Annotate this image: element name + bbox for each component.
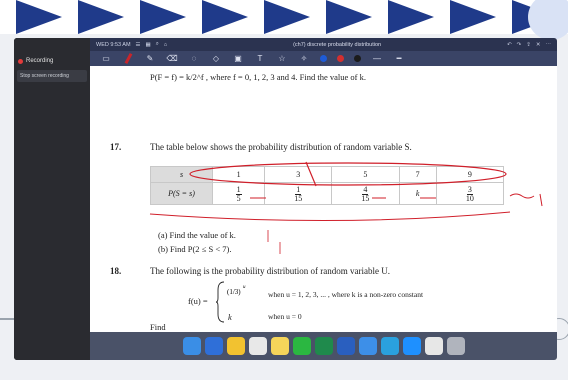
chevron-arrow-icon bbox=[16, 0, 62, 34]
notes-app-window: WED 9:53 AM ☰ ▦ ⌕ ⌂ (ch7) discrete proba… bbox=[90, 38, 557, 360]
close-icon[interactable]: ✕ bbox=[535, 41, 541, 48]
share-icon[interactable]: ⇪ bbox=[526, 41, 531, 48]
chevron-arrow-icon bbox=[140, 0, 186, 34]
question-17-number: 17. bbox=[110, 142, 122, 152]
chevron-arrow-icon bbox=[326, 0, 372, 34]
chevron-arrow-icon bbox=[264, 0, 310, 34]
chevron-arrow-icon bbox=[388, 0, 434, 34]
question-18-text: The following is the probability distrib… bbox=[150, 266, 390, 276]
find-label: Find bbox=[150, 322, 166, 332]
dock bbox=[90, 332, 557, 360]
chevron-arrow-icon bbox=[450, 0, 496, 34]
left-panel: Recording Stop screen recording bbox=[14, 38, 90, 360]
handwriting-annotations bbox=[149, 161, 543, 254]
appstore-icon[interactable] bbox=[402, 337, 421, 355]
bookmark-icon[interactable]: ⌂ bbox=[163, 41, 168, 48]
question-17a: (a) Find the value of k. bbox=[158, 230, 236, 240]
chevron-arrow-icon bbox=[78, 0, 124, 34]
telegram-icon[interactable] bbox=[380, 337, 399, 355]
undo-icon[interactable]: ↶ bbox=[507, 41, 512, 48]
trash-icon[interactable] bbox=[446, 337, 465, 355]
drawing-toolbar: ▭ ✎ ⌫ ◌ ◇ ▣ T ☆ ✧ — ━ bbox=[90, 51, 557, 66]
text-icon[interactable]: T bbox=[257, 53, 263, 63]
highlighter-icon[interactable]: ✎ bbox=[146, 53, 154, 63]
slide-banner bbox=[0, 0, 568, 34]
photos-icon[interactable] bbox=[424, 337, 443, 355]
word-icon[interactable] bbox=[336, 337, 355, 355]
finder-icon[interactable] bbox=[182, 337, 201, 355]
recording-label: Recording bbox=[26, 58, 54, 64]
intro-line: P(F = f) = k/2^f , where f = 0, 1, 2, 3 … bbox=[150, 72, 366, 82]
sticker-icon[interactable]: ☆ bbox=[278, 53, 286, 63]
redo-icon[interactable]: ↷ bbox=[516, 41, 522, 48]
exponent-u: u bbox=[243, 285, 246, 290]
ink-slash bbox=[305, 161, 317, 187]
shapes-icon[interactable]: ◇ bbox=[212, 53, 220, 63]
safari-icon[interactable] bbox=[204, 337, 223, 355]
pages-icon[interactable]: ▭ bbox=[102, 53, 110, 63]
recording-indicator[interactable]: Recording bbox=[18, 58, 53, 64]
pdf-page[interactable]: P(F = f) = k/2^f , where f = 0, 1, 2, 3 … bbox=[90, 66, 557, 332]
excel-icon[interactable] bbox=[314, 337, 333, 355]
red-color-swatch[interactable] bbox=[337, 55, 344, 62]
record-dot-icon bbox=[18, 58, 23, 64]
document-title: (ch7) discrete probability distribution bbox=[293, 41, 382, 48]
ink-mark bbox=[539, 193, 543, 207]
messages-icon[interactable] bbox=[226, 337, 245, 355]
grid-icon[interactable]: ▦ bbox=[145, 41, 151, 48]
black-color-swatch[interactable] bbox=[354, 55, 361, 62]
more-icon[interactable]: ⋯ bbox=[545, 41, 552, 48]
question-17b: (b) Find P(2 ≤ S < 7). bbox=[158, 244, 232, 254]
mail-icon[interactable] bbox=[358, 337, 377, 355]
decor-bubble bbox=[528, 0, 568, 40]
p-cell: k bbox=[398, 182, 437, 205]
pen-icon[interactable] bbox=[122, 52, 134, 65]
image-icon[interactable]: ▣ bbox=[234, 53, 242, 63]
header-p: P(S = s) bbox=[150, 182, 213, 205]
title-bar: WED 9:53 AM ☰ ▦ ⌕ ⌂ (ch7) discrete proba… bbox=[90, 38, 557, 51]
chevron-arrow-icon bbox=[202, 0, 248, 34]
line-thin-icon[interactable]: — bbox=[373, 53, 381, 63]
sidebar-icon[interactable]: ☰ bbox=[135, 41, 141, 48]
eraser-icon[interactable]: ⌫ bbox=[166, 53, 178, 63]
laser-icon[interactable]: ✧ bbox=[300, 53, 308, 63]
line-thick-icon[interactable]: ━ bbox=[396, 53, 402, 63]
fu-case-2: when u = 0 bbox=[268, 312, 302, 321]
ink-underline bbox=[149, 211, 511, 222]
whatsapp-icon[interactable] bbox=[292, 337, 311, 355]
calendar-icon[interactable] bbox=[248, 337, 267, 355]
question-17-text: The table below shows the probability di… bbox=[150, 142, 412, 152]
fraction-one-third: (1/3) bbox=[227, 288, 241, 296]
fu-k: k bbox=[228, 312, 232, 322]
status-time: WED 9:53 AM bbox=[96, 41, 131, 48]
blue-color-swatch[interactable] bbox=[320, 55, 327, 62]
fu-label: f(u) = bbox=[188, 296, 208, 306]
stop-recording-item[interactable]: Stop screen recording bbox=[17, 70, 87, 82]
fu-case-1: when u = 1, 2, 3, ... , where k is a non… bbox=[268, 290, 424, 299]
lasso-icon[interactable]: ◌ bbox=[191, 53, 197, 63]
piecewise-brace: (1/3) u bbox=[216, 281, 246, 323]
ink-squiggle bbox=[509, 193, 535, 199]
search-icon[interactable]: ⌕ bbox=[155, 41, 159, 47]
ink-ellipse bbox=[189, 162, 507, 186]
screen-capture: Recording Stop screen recording WED 9:53… bbox=[14, 38, 557, 360]
notes-icon[interactable] bbox=[270, 337, 289, 355]
question-18-number: 18. bbox=[110, 266, 122, 276]
